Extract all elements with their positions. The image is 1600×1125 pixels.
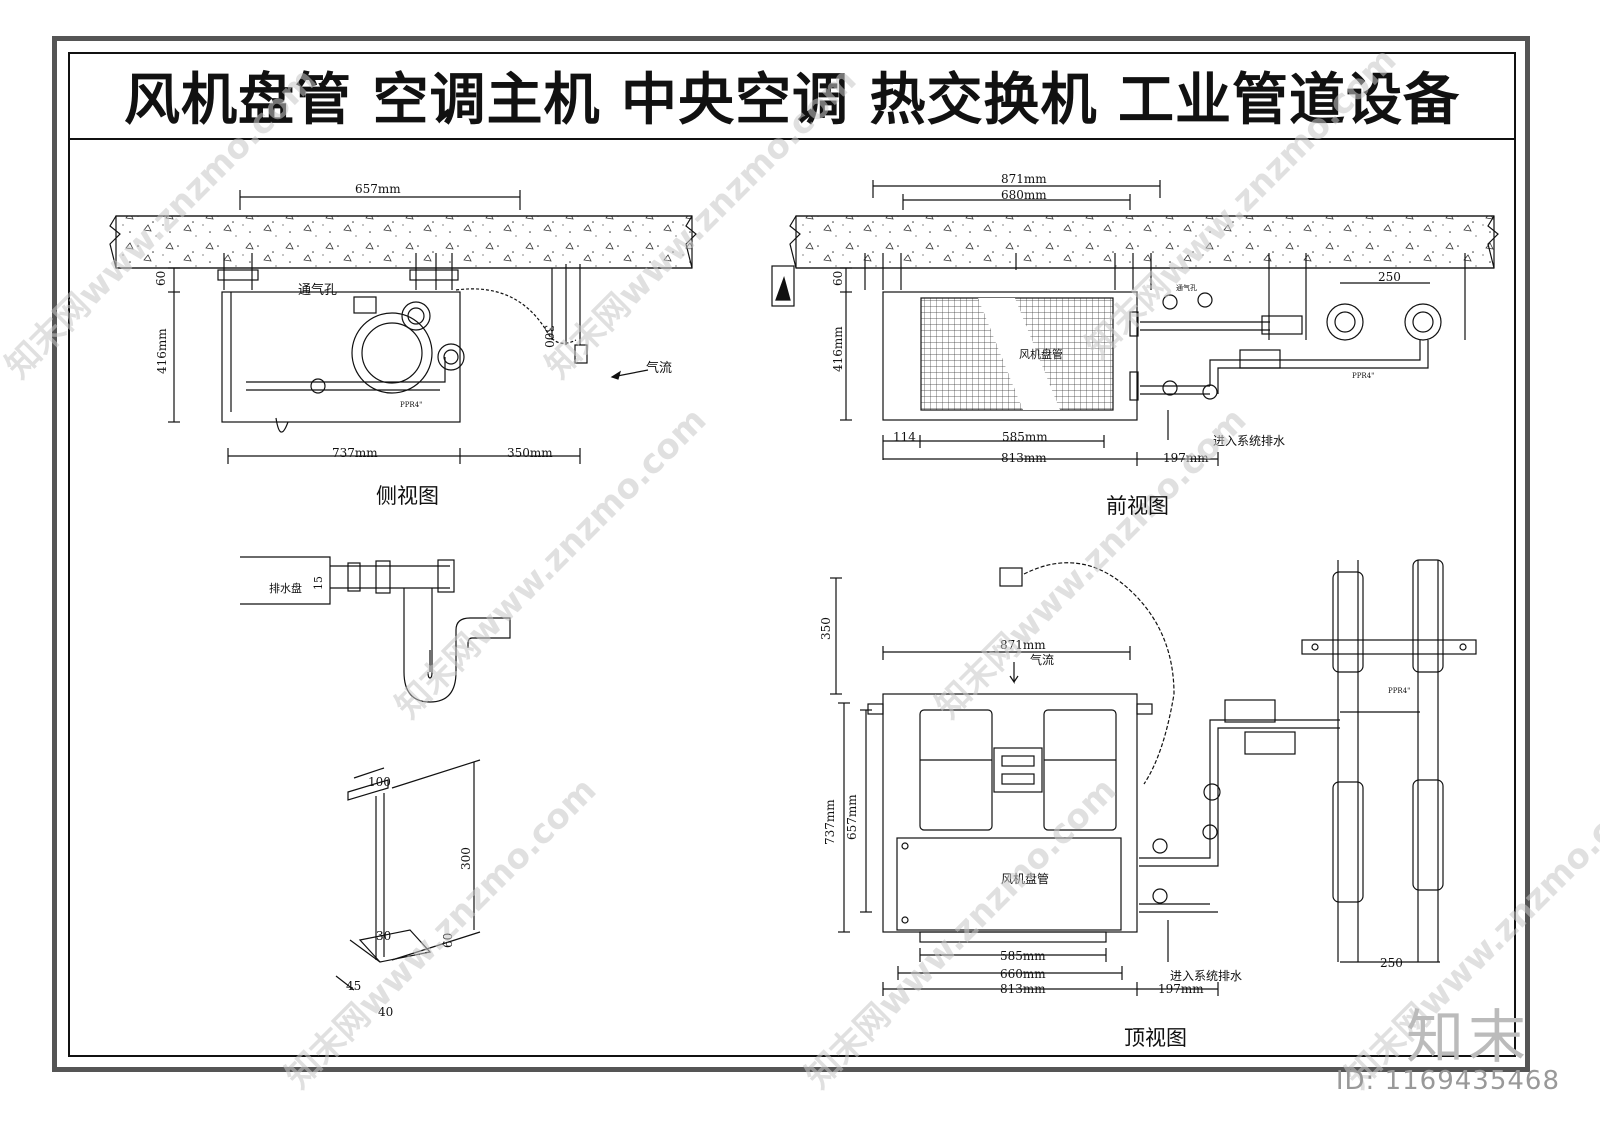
top-dim-660: 660mm <box>1000 967 1046 981</box>
front-unit-label: 风机盘管 <box>1019 347 1063 361</box>
front-dim-60: 60 <box>831 271 845 286</box>
side-dim-657: 657mm <box>355 182 401 196</box>
caption-top-view: 顶视图 <box>1124 1026 1187 1050</box>
bracket-dim-30: 30 <box>376 929 391 943</box>
bracket-dim-100: 100 <box>368 775 391 789</box>
side-dim-60: 60 <box>154 271 168 286</box>
front-dim-197: 197mm <box>1163 451 1209 465</box>
top-dim-871: 871mm <box>1000 638 1046 652</box>
side-dim-416: 416mm <box>155 328 169 374</box>
front-dim-250: 250 <box>1378 270 1401 284</box>
side-view-labels: 657mm 60 416mm 300 737mm 350mm 通气孔 气流 PP… <box>154 182 672 460</box>
caption-front-view: 前视图 <box>1106 494 1169 518</box>
drain-pan-label: 排水盘 <box>269 581 302 595</box>
front-view <box>771 180 1499 466</box>
side-dim-350: 350mm <box>507 446 553 460</box>
front-dim-114: 114 <box>893 430 916 444</box>
drain-detail-labels: 排水盘 15 <box>269 576 325 595</box>
side-vent-label: 通气孔 <box>298 282 337 298</box>
drawing-border <box>68 52 1516 1057</box>
bracket-dim-60: 60 <box>441 933 455 948</box>
top-dim-250: 250 <box>1380 956 1403 970</box>
image-id: ID: 1169435468 <box>1335 1066 1560 1096</box>
front-dim-680: 680mm <box>1001 188 1047 202</box>
front-view-labels: 871mm 680mm 60 416mm 250 114 585mm 813mm… <box>831 172 1401 465</box>
top-dim-197: 197mm <box>1158 982 1204 996</box>
top-view-labels: 350 871mm 气流 737mm 657mm 风机盘管 585mm 660m… <box>819 617 1410 996</box>
front-vent-label: 通气孔 <box>1176 283 1197 292</box>
side-dim-300: 300 <box>542 325 556 348</box>
bracket-labels: 100 300 60 30 45 40 <box>346 775 473 1019</box>
side-dim-737: 737mm <box>332 446 378 460</box>
side-pipe-label: PPR4" <box>400 401 422 409</box>
top-drain-label: 进入系统排水 <box>1170 969 1242 983</box>
watermark-5: 知末网www.znzmo.com <box>928 400 1254 726</box>
title-bar: 风机盘管 空调主机 中央空调 热交换机 工业管道设备 <box>68 52 1516 140</box>
watermark-3: 知末网www.znzmo.com <box>1078 40 1404 366</box>
caption-side-view: 侧视图 <box>376 484 439 508</box>
side-slab <box>115 215 693 269</box>
top-airflow-label: 气流 <box>1030 652 1054 667</box>
top-dim-350: 350 <box>819 617 833 640</box>
front-pipe-label: PPR4" <box>1352 372 1374 380</box>
top-unit-label: 风机盘管 <box>1001 871 1049 886</box>
drain-detail <box>240 556 511 703</box>
bracket-dim-40: 40 <box>378 1005 393 1019</box>
top-dim-585: 585mm <box>1000 949 1046 963</box>
side-unit-body <box>221 291 461 423</box>
watermark-6: 知末网www.znzmo.com <box>278 770 604 1096</box>
top-dim-737: 737mm <box>823 799 837 845</box>
front-slab <box>795 215 1495 269</box>
drain-dim-15: 15 <box>312 576 325 590</box>
side-view <box>109 190 697 464</box>
front-dim-585: 585mm <box>1002 430 1048 444</box>
brand-logo: 知末 <box>1405 1003 1530 1071</box>
bracket-dim-300: 300 <box>459 847 473 870</box>
top-dim-813: 813mm <box>1000 982 1046 996</box>
top-pipe-label: PPR4" <box>1388 687 1410 695</box>
front-unit-body <box>882 291 1138 421</box>
front-dim-871: 871mm <box>1001 172 1047 186</box>
side-airflow-label: 气流 <box>646 360 672 376</box>
top-view <box>830 559 1477 996</box>
front-dim-813: 813mm <box>1001 451 1047 465</box>
page-title: 风机盘管 空调主机 中央空调 热交换机 工业管道设备 <box>124 67 1460 133</box>
drawing-frame <box>52 36 1530 1072</box>
hanger-bracket <box>335 759 481 991</box>
front-dim-416: 416mm <box>831 326 845 372</box>
bracket-dim-45: 45 <box>346 979 361 993</box>
front-drain-label: 进入系统排水 <box>1213 434 1285 448</box>
top-dim-657: 657mm <box>845 794 859 840</box>
